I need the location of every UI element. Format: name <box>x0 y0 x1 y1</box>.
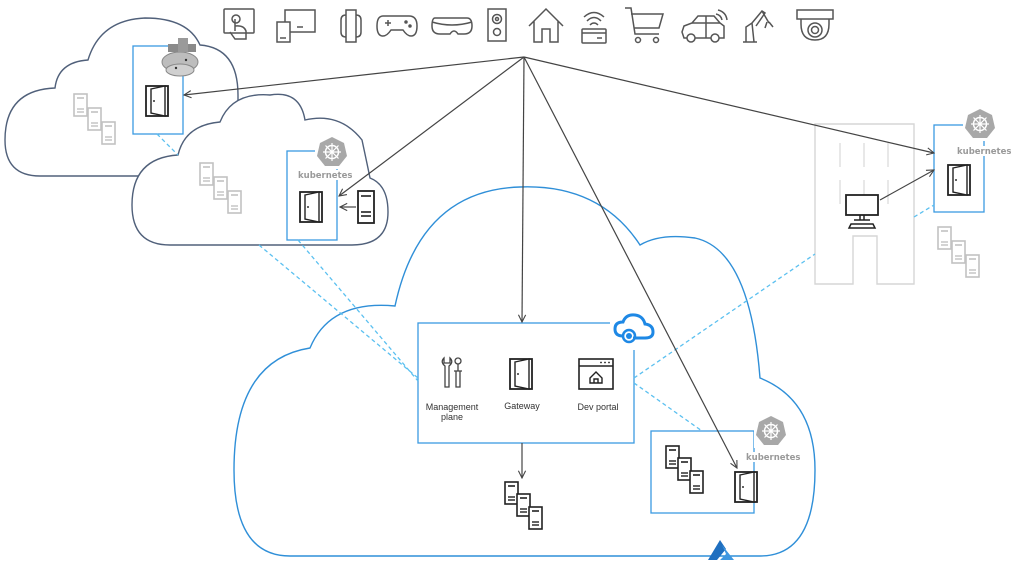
gateway-door-icon <box>145 85 169 117</box>
client-traffic-arrows <box>184 56 934 478</box>
game-controller-icon <box>376 15 418 37</box>
kubernetes-cluster-box <box>286 150 338 241</box>
component-label: Gateway <box>504 401 540 411</box>
speaker-icon <box>487 8 507 42</box>
security-camera-icon <box>796 9 834 41</box>
touch-screen-icon <box>223 8 255 40</box>
backend-server-stack-icon <box>505 482 542 529</box>
gateway-door-icon <box>947 164 971 196</box>
component-label: Dev portal <box>577 402 618 412</box>
management-connections <box>156 133 935 432</box>
dev-portal-icon <box>578 358 614 390</box>
computer-icon <box>845 194 879 229</box>
cloud-outline <box>131 93 389 246</box>
azure-logo-icon <box>708 540 734 560</box>
gateway-component: Gateway <box>504 358 540 411</box>
contactless-card-icon <box>581 11 607 44</box>
server-icon <box>357 190 375 224</box>
api-management-service-box: Management plane Gateway Dev portal <box>417 312 656 444</box>
kubernetes-label: kubernetes <box>957 147 1011 157</box>
home-icon <box>528 7 564 43</box>
connected-car-icon <box>681 9 728 43</box>
azure-cloud-outline <box>233 186 816 557</box>
shopping-cart-icon <box>625 7 664 44</box>
client-devices-row <box>223 7 834 44</box>
kubernetes-label: kubernetes <box>298 171 352 181</box>
devices-icon <box>276 9 316 43</box>
robot-arm-icon <box>743 10 774 43</box>
vr-headset-icon <box>431 17 473 35</box>
gateway-door-icon <box>299 191 323 223</box>
on-premises-building: kubernetes <box>814 107 1019 285</box>
kubernetes-label: kubernetes <box>746 453 800 463</box>
docker-icon <box>161 38 199 77</box>
smartwatch-icon <box>340 9 362 43</box>
other-cloud-kubernetes: kubernetes <box>131 93 389 246</box>
component-label: plane <box>441 412 463 422</box>
other-cloud-docker <box>4 17 239 177</box>
tools-icon <box>441 356 462 388</box>
kubernetes-cluster-box <box>933 124 985 213</box>
component-label: Management <box>426 402 479 412</box>
azure-kubernetes-cluster: kubernetes <box>650 414 806 514</box>
gateway-door-icon <box>734 471 758 503</box>
api-management-cloud-icon <box>613 313 655 344</box>
management-plane-component: Management plane <box>426 356 479 422</box>
dev-portal-component: Dev portal <box>577 358 619 412</box>
backend-server-stack-icon <box>666 446 703 493</box>
azure-cloud: Management plane Gateway Dev portal <box>233 186 816 560</box>
gateway-door-icon <box>509 358 533 390</box>
legacy-server-stack-icon <box>938 227 979 277</box>
